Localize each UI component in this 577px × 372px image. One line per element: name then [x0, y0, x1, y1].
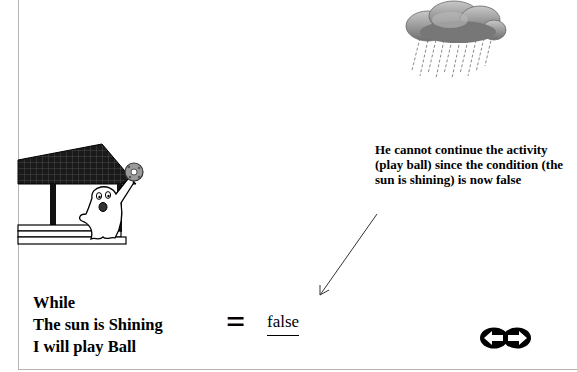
loop-keyword: While	[33, 294, 75, 313]
loop-condition: The sun is Shining	[33, 316, 163, 335]
rain-cloud	[406, 1, 506, 78]
condition-value: false	[267, 312, 299, 336]
ghost-figure	[80, 163, 143, 239]
callout-note: He cannot continue the activity (play ba…	[375, 143, 571, 188]
frame-line	[18, 369, 577, 370]
shelter	[18, 144, 136, 244]
nav-buttons	[480, 328, 531, 349]
leader-arrow	[320, 214, 377, 295]
loop-body: I will play Ball	[33, 338, 136, 357]
equals-sign: =	[226, 305, 245, 339]
